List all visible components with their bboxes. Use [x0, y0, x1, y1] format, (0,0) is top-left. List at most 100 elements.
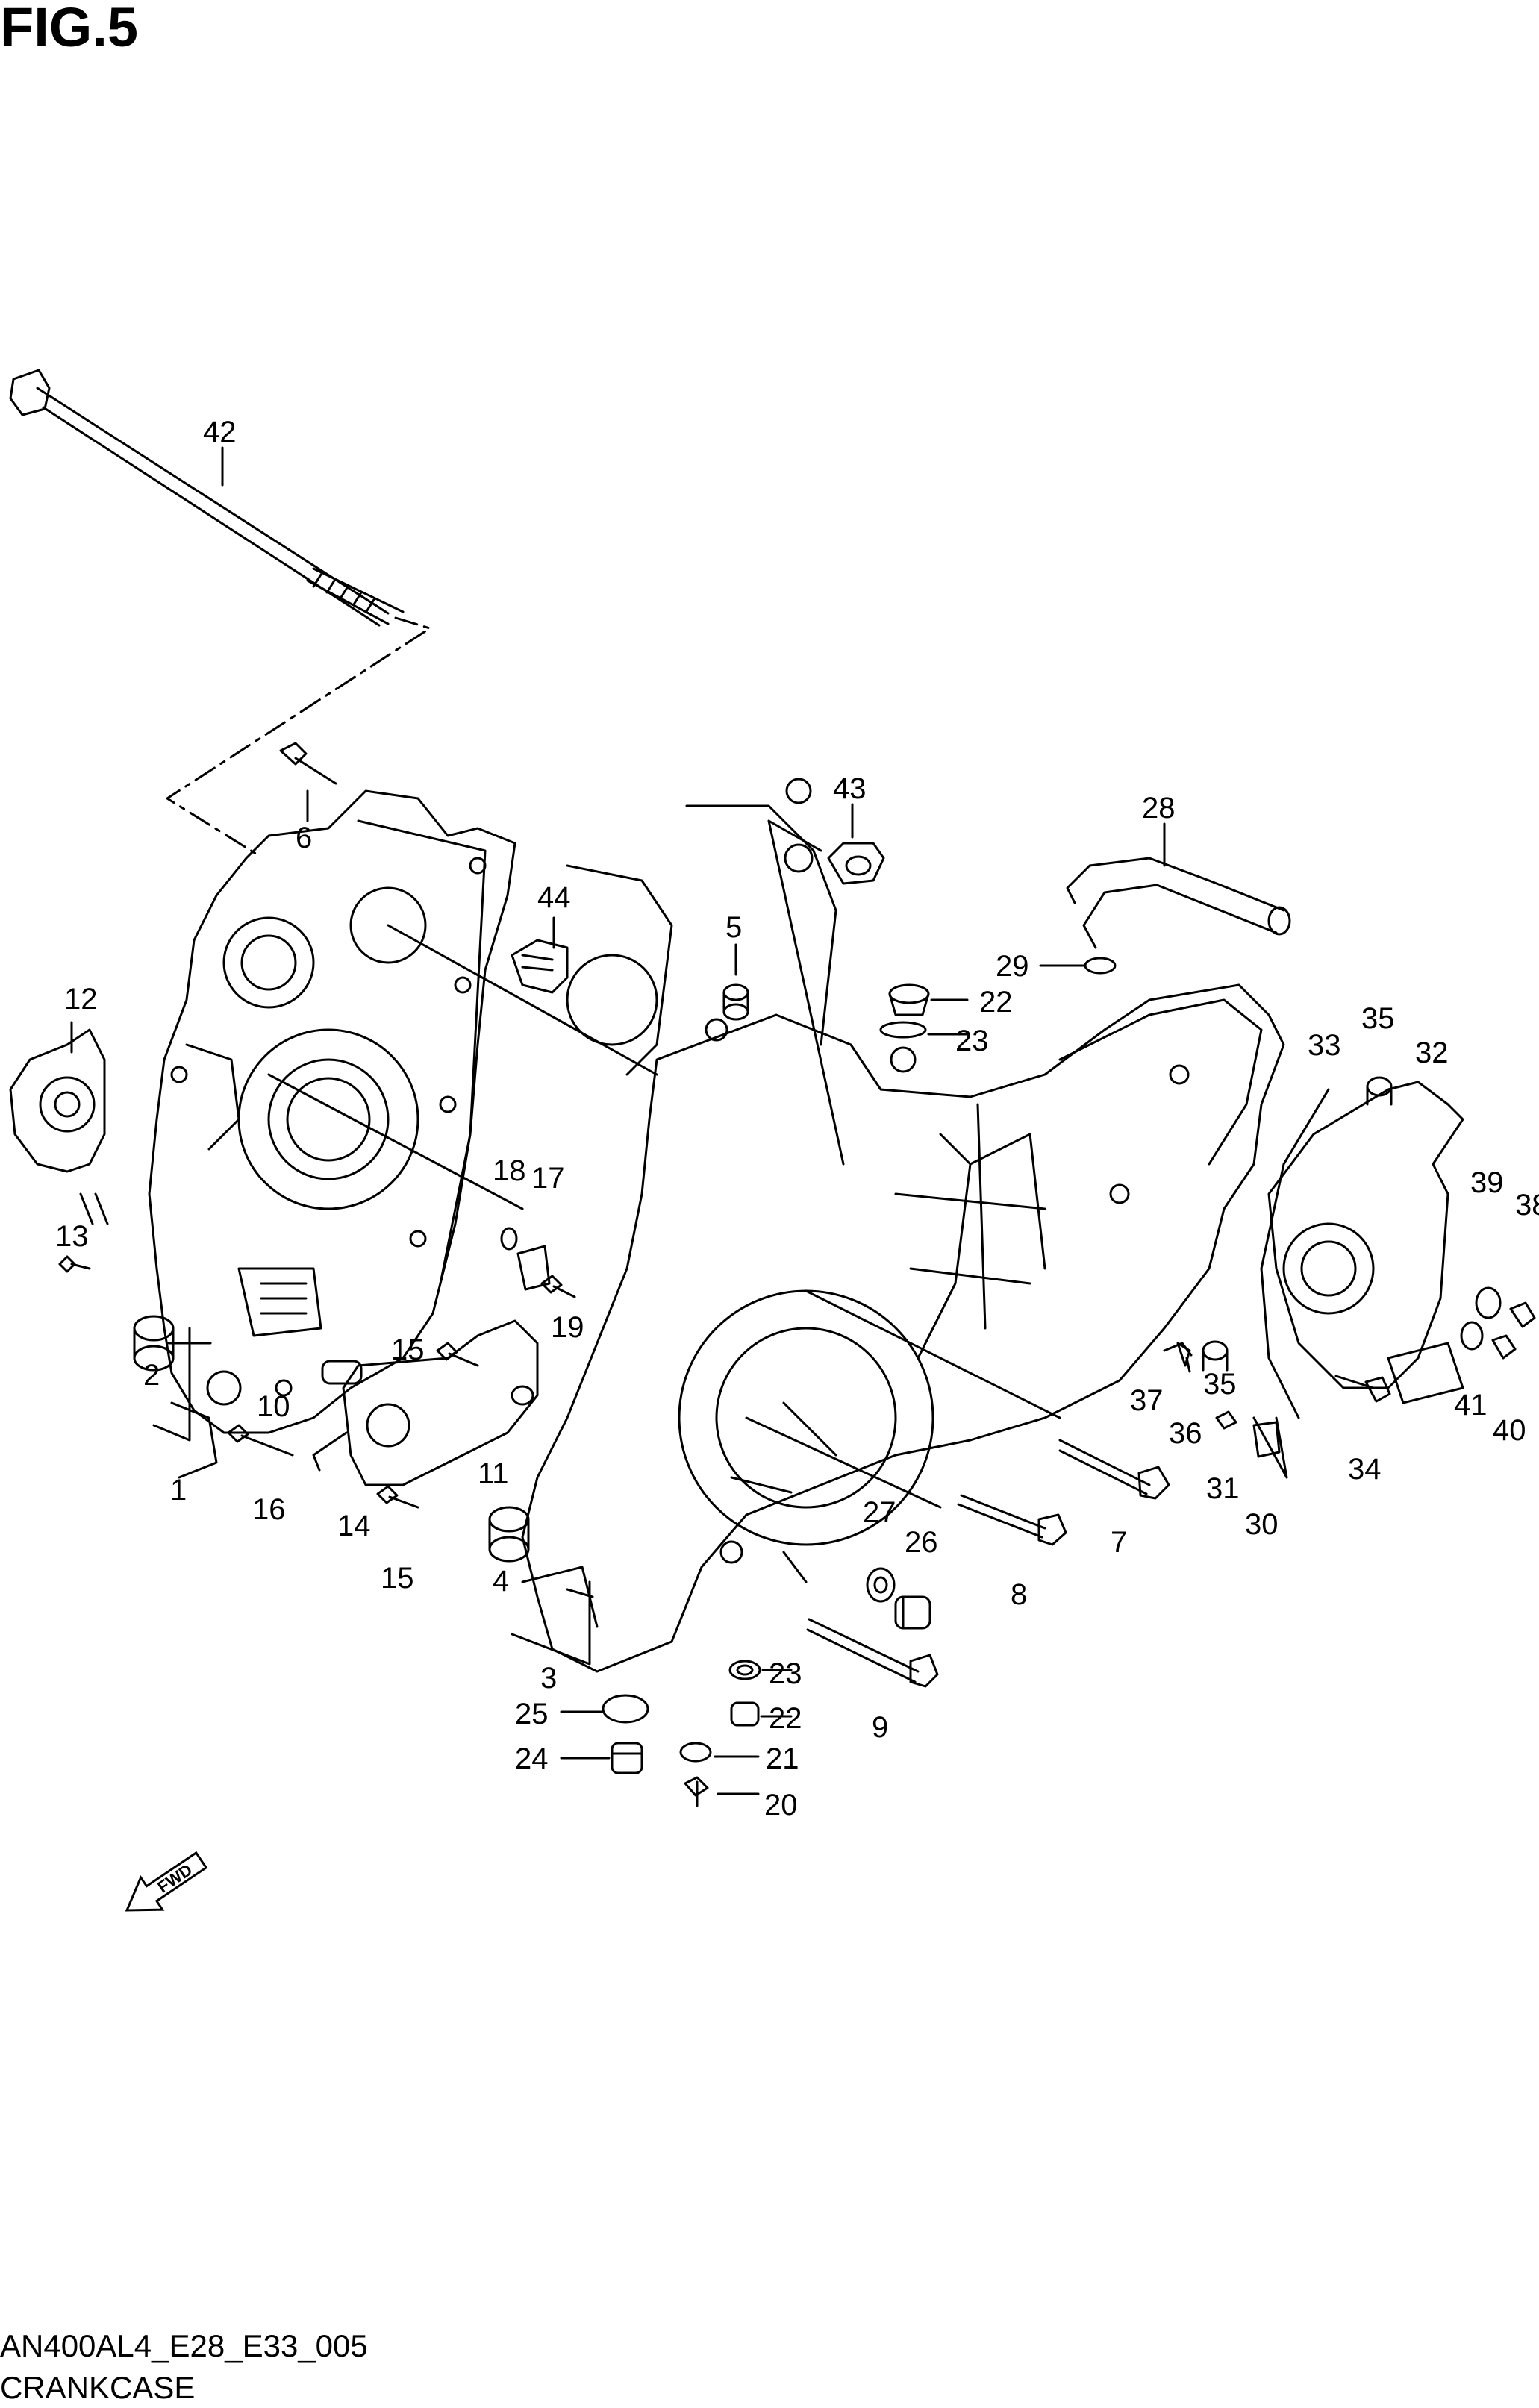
callout-35-lower: 35 — [1203, 1368, 1237, 1401]
part-1-left-crankcase — [148, 789, 516, 1479]
part-13-bolt — [58, 1255, 91, 1273]
callout-22-upper: 22 — [979, 986, 1013, 1019]
part-4-dowel — [488, 1506, 530, 1563]
part-39-washer — [1475, 1286, 1502, 1319]
leader-30 — [1252, 1416, 1288, 1479]
part-40-bolt — [1491, 1334, 1517, 1360]
callout-21: 21 — [766, 1742, 799, 1775]
callout-8: 8 — [1011, 1578, 1027, 1611]
callout-6: 6 — [296, 822, 312, 854]
bracket-3 — [511, 1580, 594, 1666]
callout-23-lower: 23 — [769, 1657, 802, 1690]
callout-36: 36 — [1169, 1417, 1202, 1450]
callout-5: 5 — [725, 911, 742, 944]
part-17-bracket — [516, 1245, 551, 1291]
callout-1: 1 — [170, 1474, 187, 1507]
callout-11: 11 — [478, 1457, 509, 1490]
bracket-14 — [312, 1431, 348, 1472]
callout-35-upper: 35 — [1361, 1002, 1395, 1035]
callout-16: 16 — [252, 1493, 286, 1526]
callout-9: 9 — [872, 1711, 888, 1744]
callout-14: 14 — [337, 1510, 371, 1542]
callout-37: 37 — [1130, 1384, 1164, 1417]
part-11-washer — [511, 1385, 534, 1406]
part-23-gasket-lower — [728, 1660, 761, 1680]
drawing-code: AN400AL4_E28_E33_005 — [0, 2328, 368, 2363]
part-6-bolt — [279, 742, 337, 785]
part-18-oring — [500, 1227, 518, 1251]
section-name: CRANKCASE — [0, 2370, 196, 2405]
callout-24: 24 — [515, 1742, 549, 1775]
callout-25: 25 — [515, 1698, 549, 1730]
callout-15-upper: 15 — [391, 1333, 425, 1366]
part-35-dowel-upper — [1366, 1076, 1393, 1106]
part-23-gasket-upper — [879, 1021, 927, 1039]
part-37-clip — [1163, 1342, 1193, 1357]
leader-bolt-9b — [782, 1551, 808, 1583]
part-26-plug — [894, 1595, 931, 1630]
part-21-washer — [679, 1742, 712, 1763]
forward-arrow-label: FWD — [154, 1860, 196, 1897]
callout-28: 28 — [1142, 792, 1176, 825]
part-35-dowel-lower — [1202, 1340, 1229, 1372]
callout-12: 12 — [64, 983, 98, 1016]
callout-4: 4 — [493, 1565, 509, 1598]
callout-29: 29 — [996, 950, 1029, 983]
part-44-damper — [511, 939, 569, 994]
callout-2: 2 — [143, 1359, 160, 1392]
callout-13: 13 — [55, 1220, 89, 1253]
leader-bolt-8 — [267, 1073, 524, 1210]
callout-3: 3 — [540, 1662, 557, 1695]
callout-40: 40 — [1493, 1414, 1526, 1447]
callout-19: 19 — [551, 1311, 584, 1344]
part-22-plug-upper — [888, 983, 930, 1016]
bracket-1 — [152, 1327, 212, 1442]
part-15-bolt-b — [376, 1485, 419, 1509]
part-22-plug-lower — [730, 1701, 760, 1727]
part-36-bolt — [1176, 1342, 1191, 1373]
part-16-bolt — [227, 1424, 294, 1457]
forward-arrow: FWD — [125, 1851, 208, 1912]
leader-bolt-7 — [387, 924, 658, 1076]
callout-30: 30 — [1245, 1508, 1279, 1541]
callout-17: 17 — [531, 1162, 565, 1195]
callout-26: 26 — [905, 1526, 938, 1559]
callout-27: 27 — [863, 1496, 896, 1529]
part-24-plug — [611, 1742, 643, 1774]
callout-44: 44 — [537, 881, 571, 914]
callout-10: 10 — [257, 1390, 290, 1423]
part-25-oring — [602, 1694, 649, 1724]
part-27-washer — [866, 1567, 896, 1603]
part-10-oring — [321, 1360, 363, 1385]
part-12-cover — [9, 1028, 106, 1173]
callout-39: 39 — [1470, 1166, 1504, 1199]
callout-22-lower: 22 — [769, 1702, 802, 1735]
leader-bolt-8b — [745, 1416, 942, 1509]
callout-32: 32 — [1415, 1036, 1449, 1069]
callout-38: 38 — [1515, 1189, 1539, 1222]
part-3-right-crankcase — [521, 778, 1285, 1673]
part-15-bolt-a — [436, 1342, 479, 1367]
callout-15-lower: 15 — [381, 1562, 414, 1595]
callout-20: 20 — [764, 1789, 798, 1821]
part-29-clamp — [1084, 957, 1117, 975]
callout-43: 43 — [833, 772, 867, 805]
callout-31: 31 — [1206, 1472, 1240, 1505]
part-32-cover — [1267, 1081, 1464, 1404]
part-33-gasket — [1260, 1088, 1330, 1419]
part-20-bolt — [684, 1776, 709, 1807]
part-30-bracket — [1252, 1421, 1281, 1458]
leader-42 — [166, 616, 431, 857]
part-7-bolt — [1058, 1439, 1170, 1500]
callout-34: 34 — [1348, 1453, 1382, 1486]
part-28-hose — [1066, 857, 1291, 949]
part-9-bolt — [806, 1618, 939, 1688]
part-42-stud-bolt — [9, 369, 405, 627]
part-43-nut — [827, 842, 885, 885]
part-31-bolt — [1215, 1410, 1237, 1430]
part-5-dowel — [722, 983, 749, 1021]
part-41-washer — [1460, 1321, 1484, 1351]
part-19-bolt — [540, 1275, 576, 1298]
figure-title: FIG.5 — [0, 0, 139, 58]
callout-33: 33 — [1308, 1029, 1341, 1062]
